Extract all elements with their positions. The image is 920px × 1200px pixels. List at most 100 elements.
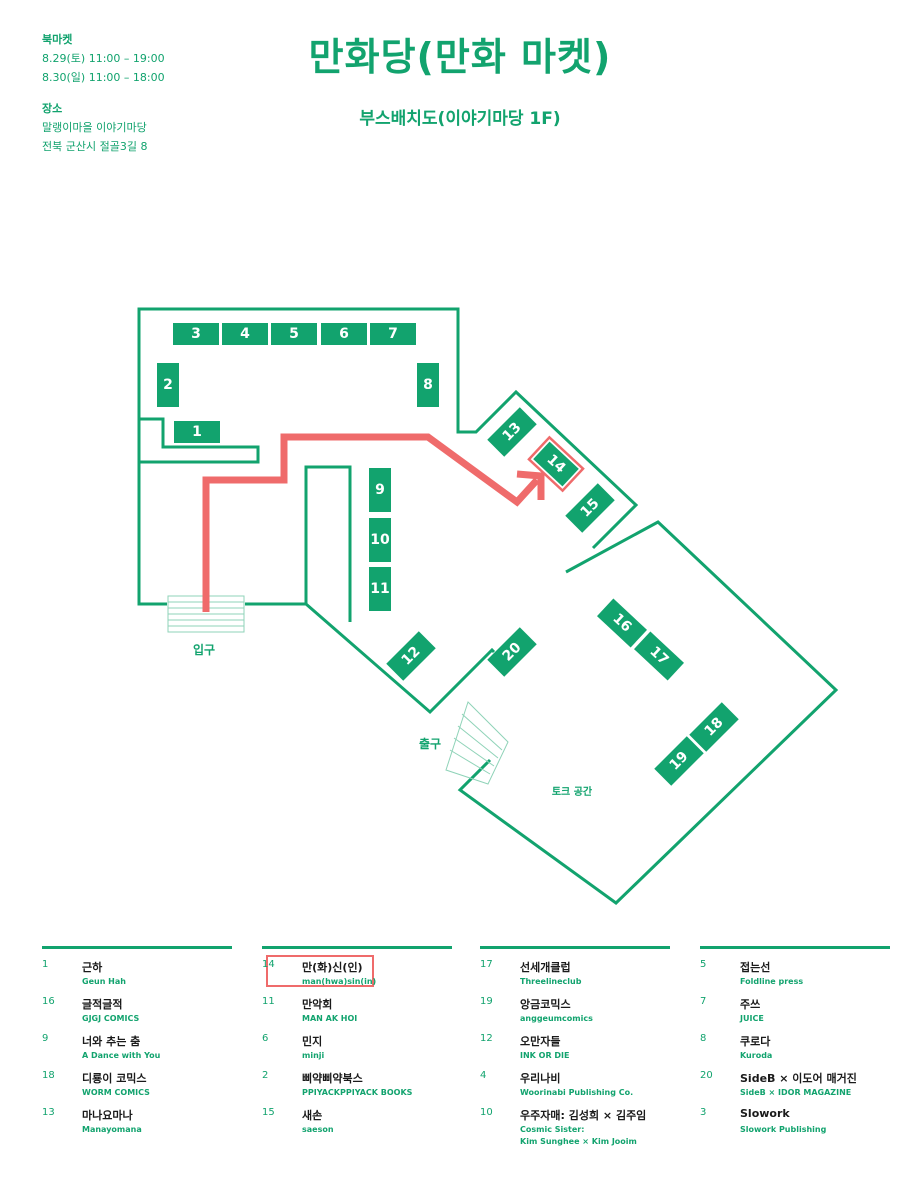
name-english: A Dance with You xyxy=(82,1051,161,1060)
name-english: Foldline press xyxy=(740,977,804,986)
list-item: 6 민지 minji xyxy=(262,1033,452,1070)
name-korean: 우리나비 xyxy=(520,1072,561,1085)
name-english: WORM COMICS xyxy=(82,1088,150,1097)
talk-space-label: 토크 공간 xyxy=(552,785,593,798)
booth-number: 15 xyxy=(262,1107,275,1118)
booth-rect xyxy=(369,518,391,562)
booth-8: 8 xyxy=(417,363,439,407)
name-english: Geun Hah xyxy=(82,977,126,986)
booth-7: 7 xyxy=(370,323,416,345)
name-korean: 우주자매: 김성희 × 김주임 xyxy=(520,1109,647,1122)
booth-17: 17 xyxy=(633,631,685,681)
booth-number: 14 xyxy=(262,959,275,970)
name-english: MAN AK HOI xyxy=(302,1014,358,1023)
booth-number: 20 xyxy=(700,1070,713,1081)
name-english: Cosmic Sister: Kim Sunghee × Kim Jooim xyxy=(520,1125,637,1146)
name-korean: 민지 xyxy=(302,1035,323,1048)
booth-5: 5 xyxy=(271,323,317,345)
name-korean: 선세개클럽 xyxy=(520,961,571,974)
booth-rect xyxy=(174,421,220,443)
name-english: PPIYACKPPIYACK BOOKS xyxy=(302,1088,413,1097)
name-korean: 오만자들 xyxy=(520,1035,561,1048)
booth-number: 16 xyxy=(42,996,55,1007)
booth-number: 17 xyxy=(480,959,493,970)
booth-rect xyxy=(533,441,579,487)
booth-rect xyxy=(487,627,537,677)
booth-number: 2 xyxy=(163,377,173,393)
name-english: Threelineclub xyxy=(520,977,582,986)
booth-number: 9 xyxy=(375,482,385,498)
booth-rect xyxy=(386,631,436,681)
booth-16: 16 xyxy=(596,598,648,648)
booth-rect xyxy=(369,567,391,611)
booth-rect xyxy=(654,736,704,786)
talk-room-wall xyxy=(457,520,839,905)
booth-3: 3 xyxy=(173,323,219,345)
entrance-label: 입구 xyxy=(193,643,215,657)
name-english: man(hwa)sin(in) xyxy=(302,977,377,986)
list-item: 17 선세개클럽 Threelineclub xyxy=(480,959,670,996)
name-korean: 만악회 xyxy=(302,998,333,1011)
booth-rect xyxy=(487,407,537,457)
booth-number: 13 xyxy=(42,1107,55,1118)
directory-highlight-box xyxy=(266,955,374,987)
name-english: Slowork Publishing xyxy=(740,1125,827,1134)
booth-number: 2 xyxy=(262,1070,269,1081)
name-english: saeson xyxy=(302,1125,334,1134)
booth-number: 8 xyxy=(700,1033,707,1044)
market-label: 북마켓 xyxy=(42,33,73,46)
booth-rect xyxy=(689,702,739,752)
booth-rect xyxy=(565,483,615,533)
list-item: 14 만(화)신(인) man(hwa)sin(in) xyxy=(262,959,452,996)
name-english: Woorinabi Publishing Co. xyxy=(520,1088,634,1097)
booth-number: 6 xyxy=(262,1033,269,1044)
booth-9: 9 xyxy=(369,468,391,512)
name-korean: SideB × 이도어 매거진 xyxy=(740,1072,857,1085)
column-rule xyxy=(700,946,890,949)
event-info: 북마켓 8.29(토) 11:00 – 19:00 8.30(일) 11:00 … xyxy=(42,30,165,156)
name-english: Manayomana xyxy=(82,1125,142,1134)
left-room-wall xyxy=(137,307,639,606)
name-korean: 만(화)신(인) xyxy=(302,961,363,974)
place-label: 장소 xyxy=(42,102,63,115)
name-korean: 디룡이 코믹스 xyxy=(82,1072,147,1085)
ledge-wall xyxy=(139,417,260,464)
booth-number: 4 xyxy=(240,326,250,342)
name-korean: 글적글적 xyxy=(82,998,123,1011)
booth-19: 19 xyxy=(654,736,704,786)
booth-number: 10 xyxy=(370,532,390,548)
booth-rect xyxy=(271,323,317,345)
booth-number: 5 xyxy=(700,959,707,970)
booth-10: 10 xyxy=(369,518,391,562)
booth-rect xyxy=(633,631,685,681)
name-korean: Slowork xyxy=(740,1107,790,1120)
date-sunday: 8.30(일) 11:00 – 18:00 xyxy=(42,71,165,84)
booth-rect xyxy=(596,598,648,648)
booth-number: 18 xyxy=(42,1070,55,1081)
booth-14-highlight xyxy=(527,435,585,493)
booth-2: 2 xyxy=(157,363,179,407)
booth-number: 3 xyxy=(191,326,201,342)
booth-11: 11 xyxy=(369,567,391,611)
column-rule xyxy=(262,946,452,949)
name-english: minji xyxy=(302,1051,325,1060)
booth-number: 6 xyxy=(339,326,349,342)
booth-rect xyxy=(157,363,179,407)
name-korean: 너와 추는 춤 xyxy=(82,1035,141,1048)
